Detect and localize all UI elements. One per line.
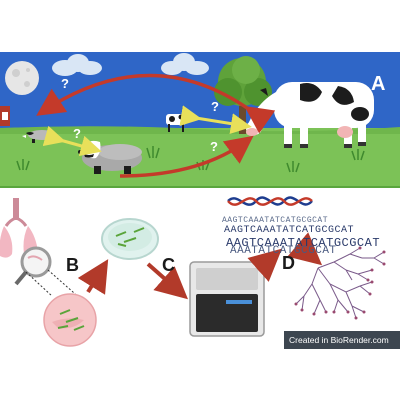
question-mark: ?	[61, 76, 69, 91]
barn-icon	[0, 106, 10, 126]
transmission-arrows	[36, 73, 276, 178]
workflow-arrows	[77, 232, 323, 300]
panel-b-label: B	[66, 255, 79, 275]
cloud-icon	[161, 53, 209, 75]
panel-c-label: C	[162, 255, 175, 275]
dna-sequence-row: AAATATCATGCGCAT	[230, 245, 337, 257]
sequencer-icon	[189, 261, 265, 337]
dna-sequence-row: AAGTCAAATATCATGCGCAT	[224, 225, 355, 236]
dna-helix-icon	[227, 196, 313, 206]
grass-tufts	[16, 146, 365, 173]
panel-d-label: D	[282, 253, 295, 273]
dna-sequence-row: AAGTCAAATATCATGCGCAT	[222, 216, 329, 225]
phylogenetic-leaf-labels	[294, 246, 386, 320]
tissue-sample-icon	[43, 293, 97, 347]
cloud-icon	[52, 54, 102, 76]
panel-a-label: A	[371, 73, 386, 95]
magnifier-icon	[14, 246, 52, 286]
question-mark: ?	[211, 99, 219, 114]
grass-field	[0, 128, 400, 188]
petri-dish-icon	[101, 218, 159, 260]
question-mark: ?	[210, 139, 218, 154]
dna-sequence-row: AAGTCAAATATCATGCGCAT	[226, 236, 381, 250]
phylogenetic-tree-icon	[295, 247, 385, 319]
moon-icon	[5, 61, 39, 95]
question-mark: ?	[73, 126, 81, 141]
biorender-credit: Created in BioRender.com	[284, 331, 400, 349]
